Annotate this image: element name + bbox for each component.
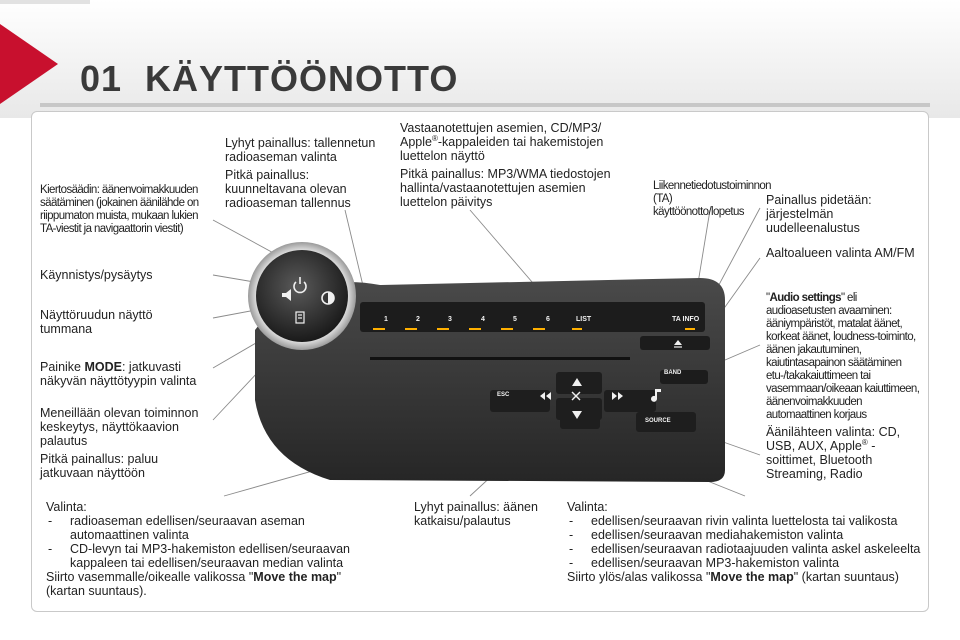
band-description: Aaltoalueen valinta AM/FM: [766, 246, 915, 260]
presets-text-2: Pitkä painallus: kuunneltavana olevan ra…: [225, 168, 351, 210]
preset-4-label: 4: [481, 316, 485, 323]
bottom-right-footer: Siirto ylös/alas valikossa "Move the map…: [567, 570, 899, 584]
list-text-1b: -kappaleiden tai hakemistojen luettelon …: [400, 135, 604, 163]
knob-description: Kiertosäädin: äänenvoimakkuuden säätämin…: [40, 184, 199, 235]
list-description: Vastaanotettujen asemien, CD/MP3/ Apple®…: [400, 121, 628, 209]
list-item: -CD-levyn tai MP3-hakemiston edellisen/s…: [48, 542, 350, 570]
mode-icon: [295, 311, 305, 324]
audio-open-quote: ": [766, 292, 770, 304]
cd-slot: [370, 357, 630, 360]
preset-1-label: 1: [384, 316, 388, 323]
preset-2-label: 2: [416, 316, 420, 323]
dim-description: Näyttöruudun näyttö tummana: [40, 308, 153, 336]
ta-info-button-label: TA INFO: [672, 316, 700, 323]
bottom-left-heading: Valinta:: [46, 500, 87, 514]
header-rule: [40, 103, 930, 107]
bottom-right-heading: Valinta:: [567, 500, 608, 514]
ta-description: Liikennetiedotustoiminnon (TA) käyttööno…: [653, 180, 772, 218]
audio-settings-rest: " eli audioasetusten avaaminen: ääniympä…: [766, 292, 920, 421]
eject-icon: [674, 340, 682, 348]
band-bar: [660, 370, 708, 384]
eject-slot-bar: [640, 336, 710, 350]
esc-description: Meneillään olevan toiminnon keskeytys, n…: [40, 406, 215, 480]
dim-icon: [321, 291, 335, 305]
volume-knob: [256, 250, 348, 342]
mute-knob-icon: [282, 289, 291, 301]
arrow-icons: [540, 378, 661, 419]
source-description: Äänilähteen valinta: CD, USB, AUX, Apple…: [766, 425, 916, 481]
audio-settings-description: "Audio settings" eli audioasetusten avaa…: [766, 292, 928, 422]
source-text-2: -soittimet, Bluetooth Streaming, Radio: [766, 439, 876, 481]
list-item: -edellisen/seuraavan MP3-hakemiston vali…: [569, 556, 840, 570]
preset-bar: [360, 302, 705, 332]
list-text-1a: Vastaanotettujen asemien, CD/MP3/ Apple: [400, 121, 602, 149]
list-item: -edellisen/seuraavan rivin valinta luett…: [569, 514, 898, 528]
power-description: Käynnistys/pysäytys: [40, 268, 153, 282]
list-item: -edellisen/seuraavan radiotaajuuden vali…: [569, 542, 921, 556]
preset-5-label: 5: [513, 316, 517, 323]
bottom-left-block: Valinta: -radioaseman edellisen/seuraava…: [46, 500, 376, 598]
mode-description: Painike MODE: jatkuvasti näkyvän näyttöt…: [40, 360, 210, 388]
mode-bold: MODE: [84, 360, 122, 374]
presets-description: Lyhyt painallus: tallennetun radioaseman…: [225, 136, 385, 210]
radio-button-labels: 1 2 3 4 5 6 LIST TA INFO BAND ESC SOURCE: [384, 316, 700, 424]
chapter-number: 01: [80, 58, 123, 99]
source-button-label: SOURCE: [645, 418, 671, 424]
preset-6-label: 6: [546, 316, 550, 323]
esc-button-label: ESC: [497, 392, 510, 398]
presets-text-1: Lyhyt painallus: tallennetun radioaseman…: [225, 136, 376, 164]
mode-suffix: : jatkuvasti näkyvän näyttötyypin valint…: [40, 360, 197, 388]
esc-text-2: Pitkä painallus: paluu jatkuvaan näyttöö…: [40, 452, 159, 480]
list-item: -radioaseman edellisen/seuraavan aseman …: [48, 514, 305, 542]
band-button-label: BAND: [664, 370, 682, 376]
bottom-left-footer: Siirto vasemmalle/oikealle valikossa "Mo…: [46, 570, 342, 598]
eject-description: Painallus pidetään: järjestelmän uudelle…: [766, 193, 872, 235]
power-icon: [293, 277, 307, 294]
list-reg-mark: ®: [431, 133, 438, 143]
mute-icon: [571, 391, 581, 401]
mute-description: Lyhyt painallus: äänen katkaisu/palautus: [414, 500, 538, 528]
list-item: -edellisen/seuraavan mediahakemiston val…: [569, 528, 844, 542]
chapter-title: KÄYTTÖÖNOTTO: [145, 58, 459, 99]
preset-3-label: 3: [448, 316, 452, 323]
mode-prefix: Painike: [40, 360, 85, 374]
list-button-label: LIST: [576, 316, 592, 323]
chapter-corner-triangle: [0, 0, 90, 104]
list-text-2: Pitkä painallus: MP3/WMA tiedostojen hal…: [400, 167, 611, 209]
source-text-1: Äänilähteen valinta: CD, USB, AUX, Apple: [766, 425, 901, 453]
source-reg-mark: ®: [861, 437, 868, 447]
audio-settings-bold: Audio settings: [769, 292, 841, 304]
header-band: [0, 0, 960, 118]
esc-text-1: Meneillään olevan toiminnon keskeytys, n…: [40, 406, 199, 448]
bottom-right-block: Valinta: -edellisen/seuraavan rivin vali…: [567, 500, 929, 584]
